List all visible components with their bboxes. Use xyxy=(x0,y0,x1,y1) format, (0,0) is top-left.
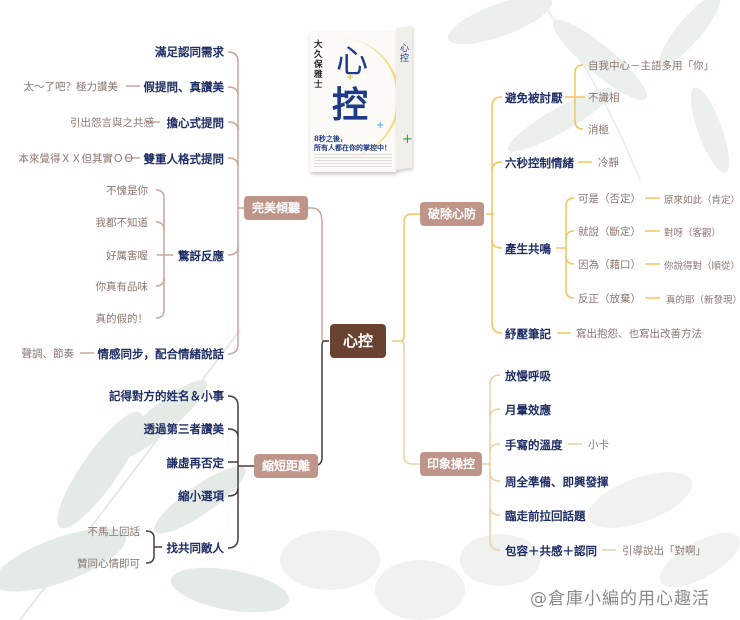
book-spine-title: 心控 xyxy=(400,44,410,64)
sparkle-icon: + xyxy=(376,120,385,131)
avoid-sub-1: 自我中心－主語多用「你」 xyxy=(588,60,714,72)
topic-satisfy-approval[interactable]: 滿足認同需求 xyxy=(155,45,224,59)
surprise-sub-3: 好厲害喔 xyxy=(106,250,148,262)
common-enemy-sub-2: 贊同心情即可 xyxy=(77,558,140,570)
topic-surprise-reaction[interactable]: 驚訝反應 xyxy=(178,249,224,263)
note-extreme-praise: 太～了吧？極力讚美 xyxy=(23,81,119,93)
topic-stress-relief-notes[interactable]: 紓壓筆記 xyxy=(505,327,551,341)
resonance-pair-a-2: 就說（斷定） xyxy=(578,226,641,238)
note-xx-but-oo: 本來覺得ＸＸ但其實ＯＯ xyxy=(18,153,135,165)
branch-node-perfect-listening[interactable]: 完美傾聽 xyxy=(244,196,308,220)
surprise-sub-5: 真的假的！ xyxy=(95,313,149,325)
book-tagline-2: 所有人都在你的掌控中！ xyxy=(314,143,391,152)
topic-narrow-options[interactable]: 縮小選項 xyxy=(178,489,224,503)
watermark-credit: @倉庫小編的用心趣活 xyxy=(530,589,710,609)
note-small-card: 小卡 xyxy=(588,439,609,451)
avoid-sub-3: 消極 xyxy=(588,124,609,136)
topic-dual-personality-question[interactable]: 雙重人格式提問 xyxy=(143,152,225,166)
topic-tolerance-empathy-approval[interactable]: 包容＋共感＋認同 xyxy=(505,544,597,558)
avoid-sub-2: 不識相 xyxy=(588,92,620,104)
book-author: 大久保雅士 xyxy=(314,40,323,90)
resonance-pair-b-4: 真的耶（新發現） xyxy=(666,295,740,306)
topic-handwritten-warmth[interactable]: 手寫的溫度 xyxy=(505,438,563,452)
branch-node-shorten-distance[interactable]: 縮短距離 xyxy=(254,454,318,478)
surprise-sub-2: 我都不知道 xyxy=(95,217,149,229)
surprise-sub-4: 你真有品味 xyxy=(95,281,149,293)
topic-emotional-sync[interactable]: 情感同步，配合情緒說話 xyxy=(97,347,225,361)
topic-worry-question[interactable]: 擔心式提問 xyxy=(166,116,225,130)
branch-node-impression-control[interactable]: 印象操控 xyxy=(420,452,482,476)
topic-common-enemy[interactable]: 找共同敵人 xyxy=(166,541,225,555)
topic-return-to-topic[interactable]: 臨走前拉回話題 xyxy=(505,509,586,523)
note-tone-rhythm: 聲調、節奏 xyxy=(21,348,75,360)
book-front-cover: 大久保雅士 心 控 8秒之後， 所有人都在你的掌控中！ + + xyxy=(310,32,396,172)
book-title-char-1: 心 xyxy=(336,42,369,80)
book-title-char-2: 控 xyxy=(332,84,369,126)
topic-avoid-being-disliked[interactable]: 避免被討厭 xyxy=(505,91,563,105)
topic-remember-names[interactable]: 記得對方的姓名＆小事 xyxy=(109,389,224,403)
topic-prepare-improvise[interactable]: 周全準備、即興發揮 xyxy=(505,475,609,489)
note-draw-complaints: 引出怨言與之共感 xyxy=(70,117,154,129)
topic-humble-deny[interactable]: 謙虛再否定 xyxy=(166,456,225,470)
common-enemy-sub-1: 不馬上回話 xyxy=(87,526,141,538)
resonance-pair-b-1: 原來如此（肯定） xyxy=(664,195,740,206)
resonance-pair-a-3: 因為（藉口） xyxy=(578,259,641,271)
resonance-pair-a-4: 反正（放棄） xyxy=(578,293,641,305)
resonance-pair-a-1: 可是（否定） xyxy=(578,193,641,205)
note-calm: 冷靜 xyxy=(598,157,619,169)
topic-fake-question-real-praise[interactable]: 假提問、真讚美 xyxy=(143,80,225,94)
center-node[interactable]: 心控 xyxy=(330,324,386,358)
topic-halo-effect[interactable]: 月暈效應 xyxy=(505,403,551,417)
surprise-sub-1: 不愧是你 xyxy=(106,185,148,197)
sparkle-icon: + xyxy=(346,72,355,83)
topic-create-resonance[interactable]: 產生共鳴 xyxy=(505,242,551,256)
book-cover-image: 大久保雅士 心 控 8秒之後， 所有人都在你的掌控中！ + + 心控 + xyxy=(310,25,414,172)
topic-slow-breathing[interactable]: 放慢呼吸 xyxy=(505,369,551,383)
book-tagline-1: 8秒之後， xyxy=(314,134,347,143)
topic-third-party-praise[interactable]: 透過第三者讚美 xyxy=(143,422,225,436)
note-write-complaints: 寫出抱怨、也寫出改善方法 xyxy=(576,328,702,340)
book-fine-print xyxy=(314,154,392,168)
note-guide-say-yes: 引導說出「對啊」 xyxy=(622,545,706,557)
branch-node-break-defenses[interactable]: 破除心防 xyxy=(420,202,484,226)
sparkle-icon: + xyxy=(402,132,413,147)
topic-six-second-control[interactable]: 六秒控制情緒 xyxy=(505,156,574,170)
resonance-pair-b-3: 你說得對（順從） xyxy=(664,261,740,272)
resonance-pair-b-2: 對呀（客觀） xyxy=(664,228,722,239)
